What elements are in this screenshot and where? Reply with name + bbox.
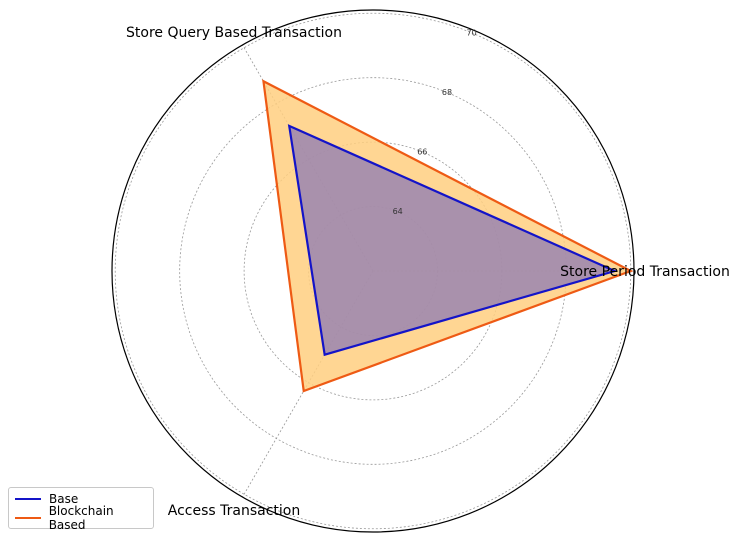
axis-label-1: Store Query Based Transaction [126, 25, 342, 41]
axis-label-0: Store Period Transaction [560, 264, 730, 280]
tick-label-1: 66 [417, 147, 427, 156]
legend-swatch-base [15, 498, 41, 500]
tick-label-0: 64 [393, 207, 403, 216]
axis-label-2: Access Transaction [168, 503, 300, 519]
legend-swatch-blockchain [15, 517, 41, 519]
spoke-2 [242, 270, 374, 498]
legend-item-base: Base [15, 491, 78, 507]
series-line-0 [287, 124, 618, 357]
legend-item-blockchain: Blockchain Based [15, 504, 153, 532]
tick-label-2: 68 [442, 88, 452, 97]
outer-circle [111, 9, 635, 533]
series-line-1 [262, 79, 634, 393]
series-layer [262, 79, 634, 393]
series-fill-0 [289, 125, 615, 355]
tick-label-3: 70 [467, 28, 477, 37]
legend: Base Blockchain Based [8, 487, 154, 532]
legend-label-base: Base [49, 492, 79, 506]
legend-label-blockchain: Blockchain Based [48, 504, 114, 532]
